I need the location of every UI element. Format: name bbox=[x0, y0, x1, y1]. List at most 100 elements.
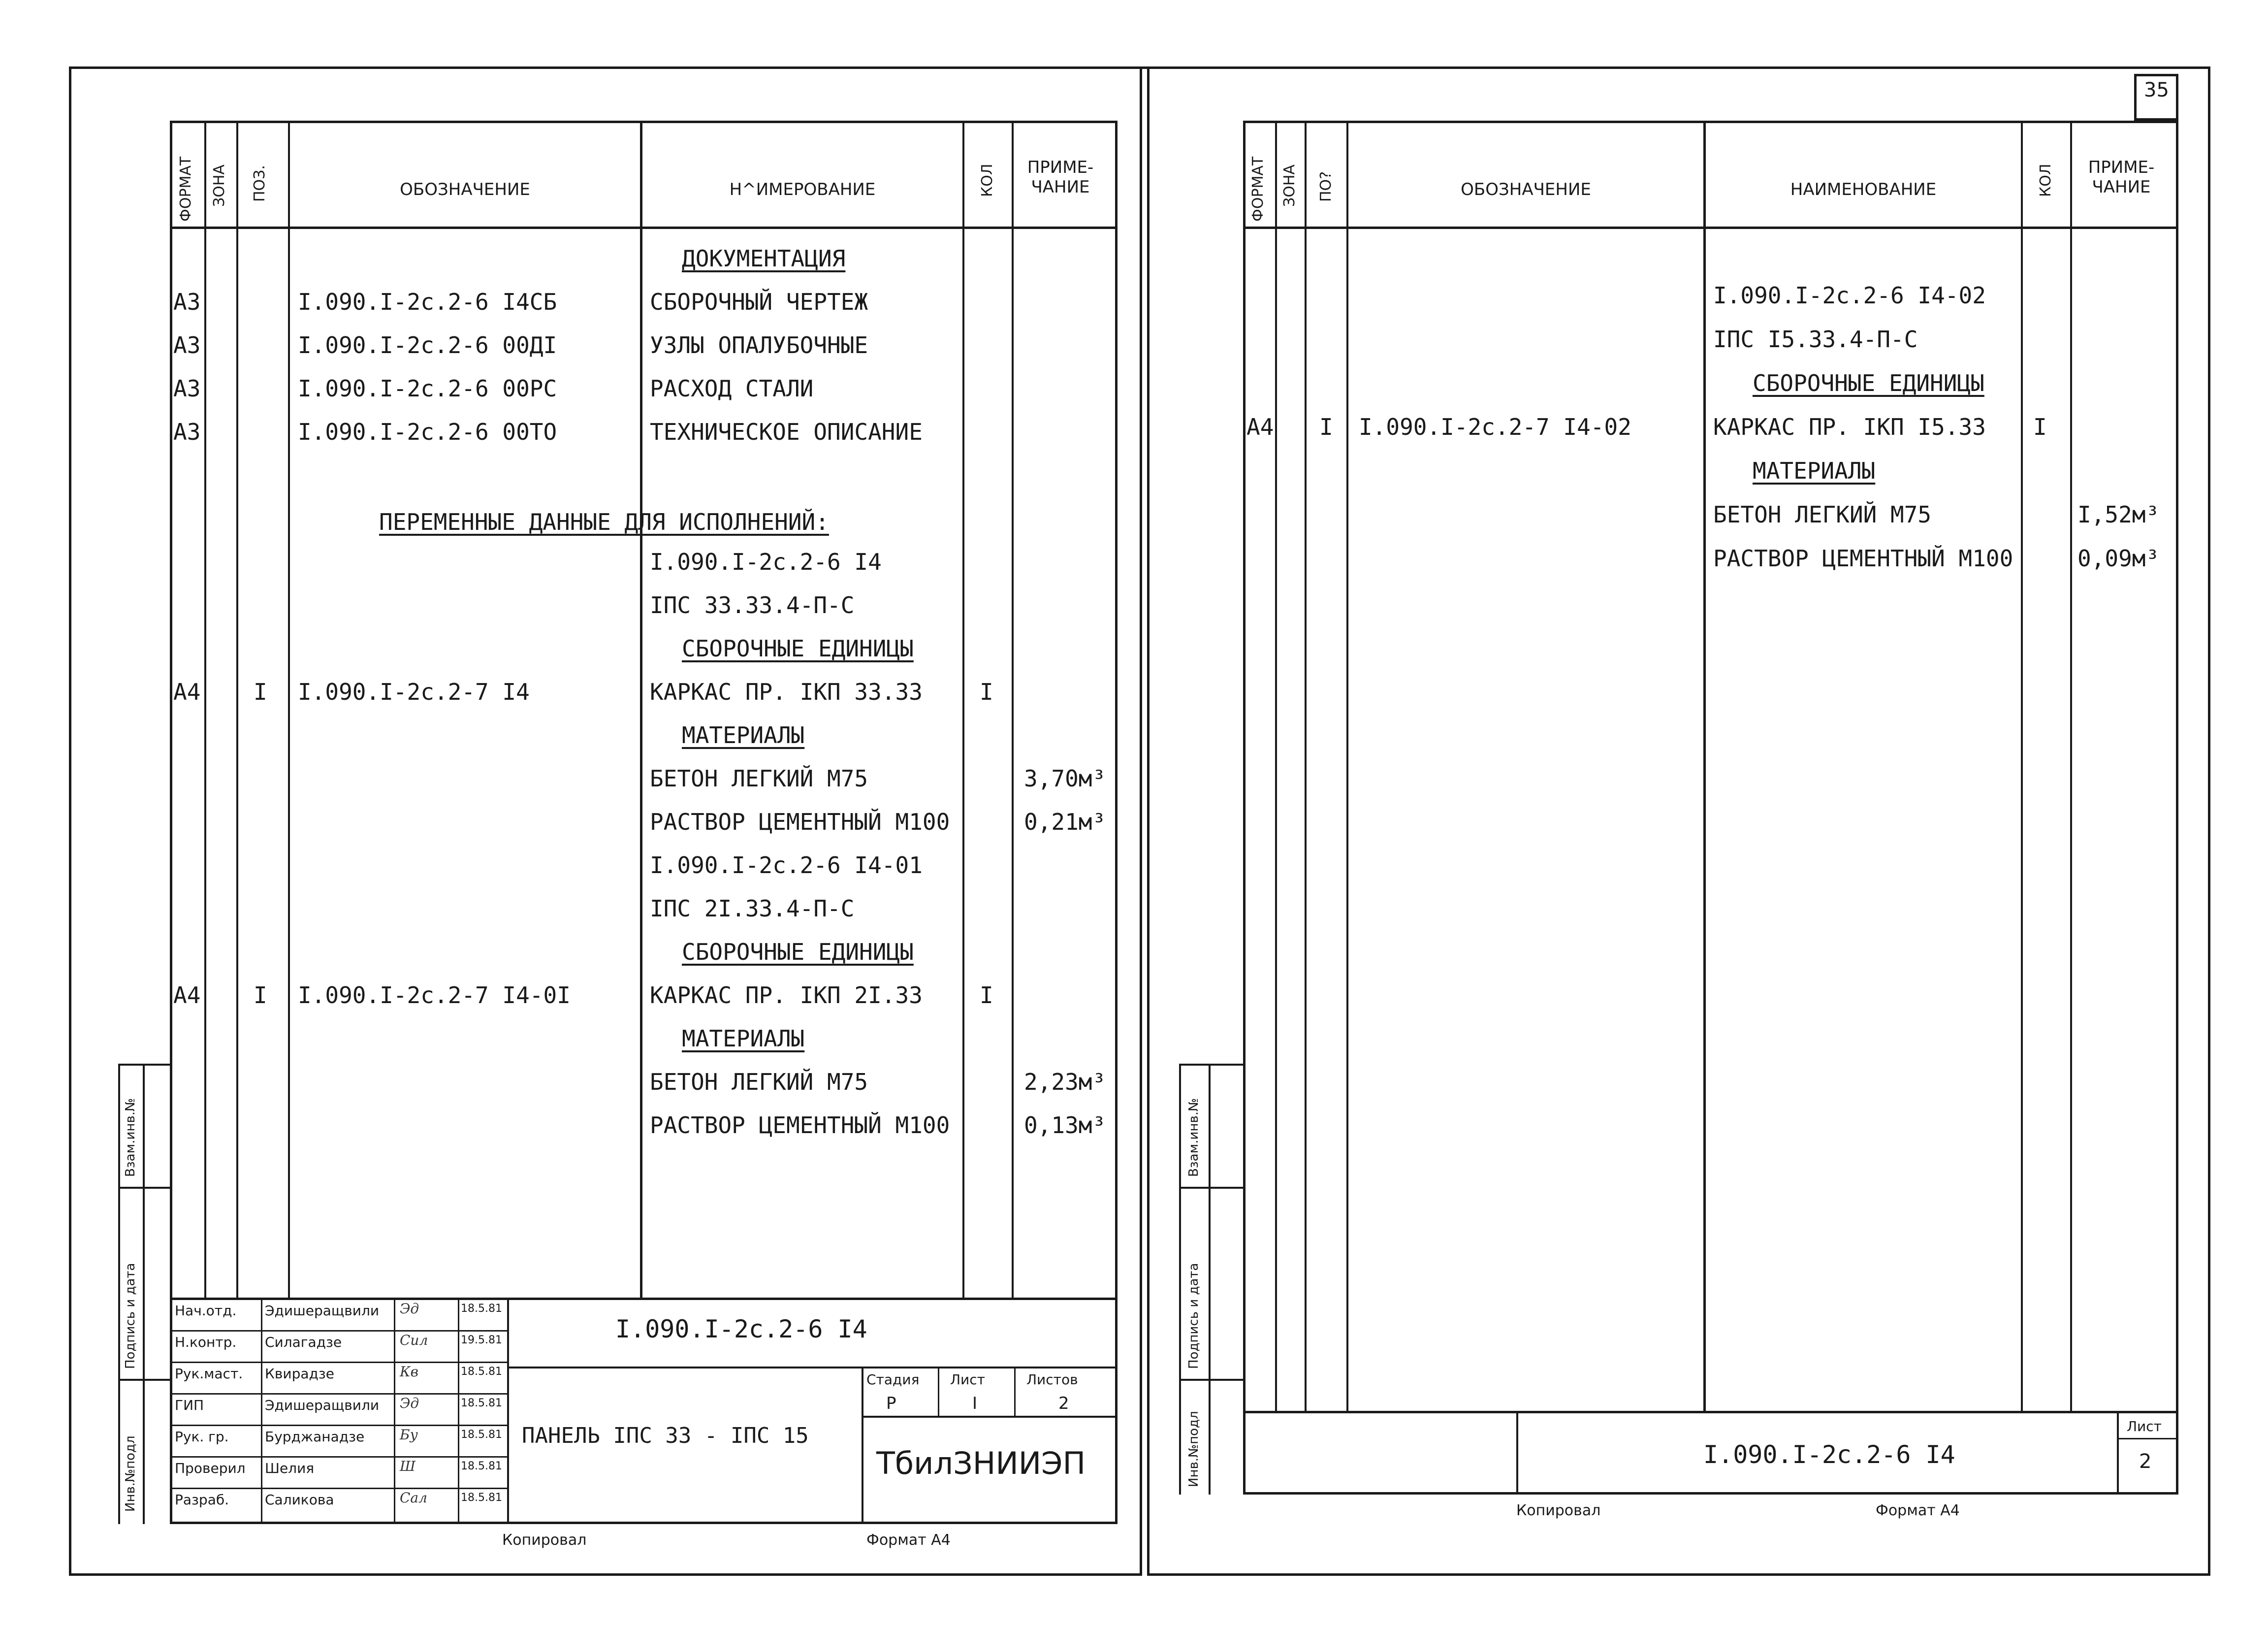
header-pos: ПОЗ. bbox=[251, 165, 268, 202]
tb-col bbox=[507, 1298, 509, 1524]
right-header-qty: КОЛ bbox=[2037, 163, 2054, 197]
sheet-label: Лист bbox=[950, 1371, 985, 1388]
left-col-line bbox=[288, 121, 290, 1298]
left-header-bottom-line bbox=[170, 227, 1118, 229]
right-header-name: НАИМЕНОВАНИЕ bbox=[1790, 180, 1937, 199]
right-tb-col bbox=[2117, 1411, 2119, 1495]
right-side-strip-line bbox=[1179, 1064, 1181, 1495]
tb-date: 18.5.81 bbox=[461, 1397, 502, 1409]
header-zone: ЗОНА bbox=[211, 164, 228, 207]
side-strip-line bbox=[118, 1064, 170, 1066]
tb-date: 18.5.81 bbox=[461, 1460, 502, 1472]
tb-row-line bbox=[170, 1425, 507, 1426]
right-tb-col bbox=[1516, 1411, 1518, 1495]
row-name: РАСХОД СТАЛИ bbox=[650, 375, 814, 402]
right-header-bottom-line bbox=[1243, 227, 2178, 229]
row-name: IПС 2I.33.4-П-С bbox=[650, 895, 855, 922]
row-name: МАТЕРИАЛЫ bbox=[682, 1025, 805, 1052]
row-note: 0,21м³ bbox=[1024, 809, 1106, 835]
row-format: А3 bbox=[173, 375, 201, 402]
header-name: Н^ИМЕРОВАНИЕ bbox=[729, 180, 876, 199]
row-name: I.090.I-2с.2-6 I4 bbox=[650, 549, 882, 575]
tb-role: Нач.отд. bbox=[175, 1302, 237, 1319]
side-label-inv-sub: Взам.инв.№ bbox=[123, 1098, 138, 1177]
tb-row-line bbox=[170, 1330, 507, 1332]
row-name: СБОРОЧНЫЙ ЧЕРТЕЖ bbox=[650, 289, 868, 315]
tb-date: 18.5.81 bbox=[461, 1429, 502, 1441]
row-note: 0,09м³ bbox=[2077, 545, 2160, 572]
row-note: 2,23м³ bbox=[1024, 1069, 1106, 1095]
tb-row-line bbox=[170, 1488, 507, 1489]
left-sheet-outer-frame bbox=[69, 66, 1142, 1576]
right-side-label-sign-date: Подпись и дата bbox=[1186, 1263, 1201, 1369]
tb-col bbox=[261, 1298, 262, 1524]
left-col-line bbox=[640, 121, 642, 1298]
right-footer-copied: Копировал bbox=[1516, 1502, 1601, 1519]
tb-date: 18.5.81 bbox=[461, 1366, 502, 1378]
tb-stage-line bbox=[862, 1416, 1118, 1418]
header-designation: ОБОЗНАЧЕНИЕ bbox=[400, 180, 530, 199]
right-tb-code: I.090.I-2с.2-6 I4 bbox=[1703, 1440, 1955, 1469]
row-qty: I bbox=[980, 982, 993, 1009]
tb-person-name: Шелия bbox=[265, 1460, 315, 1476]
row-name: ДОКУМЕНТАЦИЯ bbox=[682, 245, 846, 272]
right-col-line bbox=[2021, 121, 2023, 1411]
row-name: УЗЛЫ ОПАЛУБОЧНЫЕ bbox=[650, 332, 868, 358]
right-header-designation: ОБОЗНАЧЕНИЕ bbox=[1461, 180, 1591, 199]
tb-role: Проверил bbox=[175, 1460, 246, 1476]
right-side-label-inv-sub: Взам.инв.№ bbox=[1186, 1098, 1201, 1177]
left-col-line bbox=[1012, 121, 1014, 1298]
row-name: IПС I5.33.4-П-С bbox=[1713, 326, 1918, 353]
right-side-strip-line bbox=[1179, 1064, 1243, 1066]
right-col-line bbox=[1346, 121, 1348, 1411]
tb-person-name: Эдишеращвили bbox=[265, 1302, 380, 1319]
right-sheet-inner-frame bbox=[1243, 121, 2178, 1495]
row-format: А3 bbox=[173, 419, 201, 445]
row-qty: I bbox=[980, 679, 993, 705]
row-format: А3 bbox=[173, 289, 201, 315]
tb-col bbox=[938, 1367, 939, 1416]
row-format: А4 bbox=[1246, 414, 1274, 440]
side-strip-line bbox=[143, 1064, 145, 1524]
top-sheet-number-box bbox=[2134, 74, 2178, 121]
tb-date: 18.5.81 bbox=[461, 1492, 502, 1504]
right-col-line bbox=[1703, 121, 1706, 1411]
row-designation: I.090.I-2с.2-6 00ТО bbox=[298, 419, 557, 445]
header-format: ФОРМАТ bbox=[177, 156, 194, 222]
row-note: I,52м³ bbox=[2077, 501, 2160, 528]
row-name: МАТЕРИАЛЫ bbox=[1753, 457, 1876, 484]
row-name: БЕТОН ЛЕГКИЙ М75 bbox=[650, 1069, 868, 1095]
left-col-line bbox=[962, 121, 964, 1298]
sheets-value: 2 bbox=[1058, 1394, 1069, 1413]
tb-signature: Сил bbox=[400, 1332, 428, 1348]
row-name: СБОРОЧНЫЕ ЕДИНИЦЫ bbox=[1753, 370, 1984, 396]
tb-person-name: Квирадзе bbox=[265, 1366, 334, 1382]
right-tb-sheet: 2 bbox=[2139, 1450, 2152, 1473]
row-designation: I.090.I-2с.2-7 I4 bbox=[298, 679, 530, 705]
right-tb-sheet-label: Лист bbox=[2127, 1418, 2162, 1434]
right-header-pos: ПО? bbox=[1317, 171, 1335, 202]
right-side-strip-line bbox=[1209, 1064, 1211, 1495]
tb-mid-line bbox=[507, 1367, 1118, 1368]
tb-person-name: Силагадзе bbox=[265, 1334, 342, 1350]
row-name: КАРКАС ПР. IКП 33.33 bbox=[650, 679, 923, 705]
left-tb-code: I.090.I-2с.2-6 I4 bbox=[615, 1315, 867, 1343]
tb-role: Н.контр. bbox=[175, 1334, 237, 1350]
right-header-zone: ЗОНА bbox=[1281, 164, 1298, 207]
row-name: КАРКАС ПР. IКП 2I.33 bbox=[650, 982, 923, 1009]
tb-person-name: Саликова bbox=[265, 1492, 334, 1508]
left-footer-format: Формат А4 bbox=[866, 1531, 951, 1549]
row-pos: I bbox=[1319, 414, 1333, 440]
tb-signature: Ш bbox=[400, 1458, 415, 1474]
header-note: ПРИМЕ-ЧАНИЕ bbox=[1027, 158, 1094, 197]
row-designation: I.090.I-2с.2-7 I4-02 bbox=[1359, 414, 1631, 440]
row-name: I.090.I-2с.2-6 I4-01 bbox=[650, 852, 923, 879]
side-strip-line bbox=[118, 1064, 120, 1524]
left-tb-org: ТбилЗНИИЭП bbox=[876, 1445, 1086, 1481]
tb-person-name: Бурджанадзе bbox=[265, 1429, 365, 1445]
row-name: РАСТВОР ЦЕМЕНТНЫЙ М100 bbox=[650, 809, 950, 835]
row-name: ТЕХНИЧЕСКОЕ ОПИСАНИЕ bbox=[650, 419, 923, 445]
tb-date: 18.5.81 bbox=[461, 1302, 502, 1315]
side-strip-line bbox=[118, 1187, 170, 1189]
tb-col bbox=[458, 1298, 459, 1524]
